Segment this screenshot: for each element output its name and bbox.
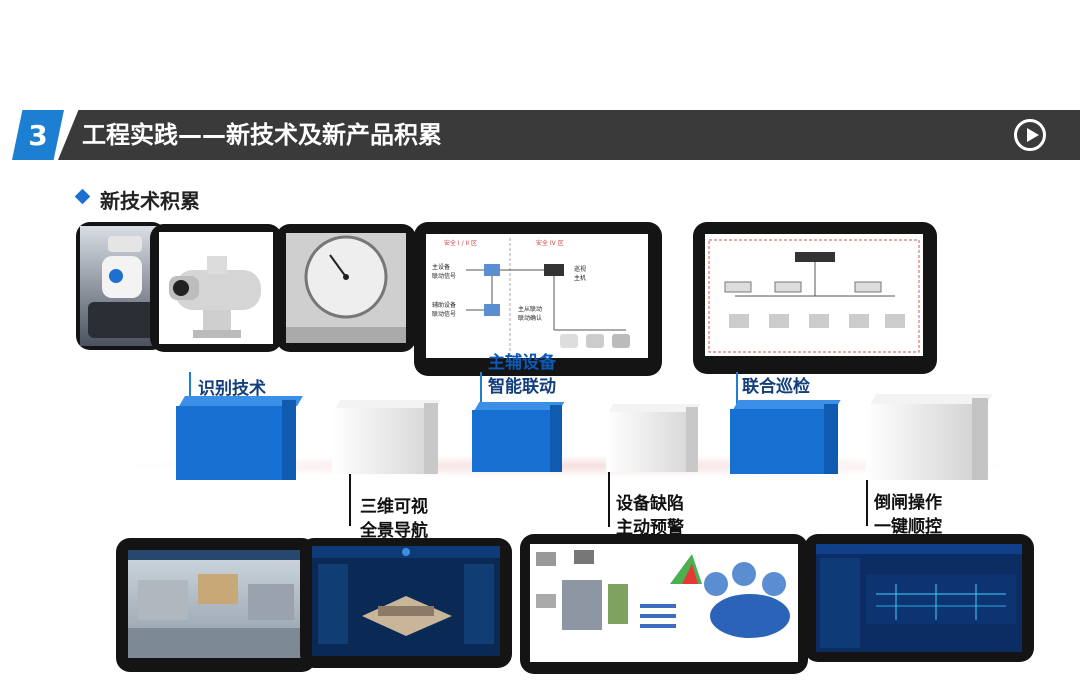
diamond-bullet-icon: [74, 188, 91, 205]
linkage-diagram: 安全 I / II 区 安全 IV 区 主设备 联动信号 辅助设备 联动信号 巡…: [426, 234, 648, 358]
diagram-card-patrol: [693, 222, 937, 374]
zone-label-2: 安全 IV 区: [536, 240, 564, 247]
cube-warning: [606, 404, 701, 472]
cube-front: [606, 412, 686, 472]
label-switch-line2: 一键顺控: [874, 517, 942, 537]
cube-front: [472, 410, 550, 472]
3d-scene-illustration: [128, 550, 304, 658]
cube-side: [424, 403, 438, 474]
label-nav-line2: 全景导航: [360, 521, 428, 541]
label-linkage-line2: 智能联动: [488, 377, 556, 397]
warning-diagram: [530, 544, 798, 662]
label-switch-line1: 倒闸操作: [874, 493, 942, 513]
confirm-label: 主从联动 联动确认: [518, 306, 543, 322]
play-icon[interactable]: [1014, 119, 1046, 151]
connector-line-warning: [608, 465, 610, 527]
cube-front: [332, 408, 424, 474]
cube-side: [824, 404, 838, 474]
photo-card-gauge: [276, 224, 416, 352]
host-label: 巡视 主机: [574, 266, 587, 282]
nav-screenshot: [312, 546, 500, 656]
connector-line-recognition: [189, 372, 191, 406]
camera-photo: [159, 232, 273, 344]
diagram-card-linkage: 安全 I / II 区 安全 IV 区 主设备 联动信号 辅助设备 联动信号 巡…: [414, 222, 662, 376]
cube-side: [282, 400, 296, 480]
robot-illustration: [88, 236, 158, 338]
cube-linkage: [472, 402, 565, 472]
page-title: 工程实践——新技术及新产品积累: [82, 121, 442, 149]
gauge-photo: [286, 233, 406, 343]
cube-side: [972, 398, 988, 480]
linkage-lines: [466, 238, 630, 358]
warning-illustration: [536, 550, 790, 638]
subsection-title: 新技术积累: [100, 189, 200, 213]
cube-front: [176, 406, 282, 480]
screen-card-warning: [520, 534, 808, 674]
screen-card-nav: [300, 538, 512, 668]
label-linkage-line1: 主辅设备: [488, 353, 556, 373]
switch-illustration: [816, 544, 1022, 648]
cube-front: [730, 409, 824, 474]
connector-line-switch: [866, 468, 868, 526]
header-bar: [58, 110, 1080, 160]
robot-photo: [80, 226, 162, 346]
zone-label-1: 安全 I / II 区: [444, 240, 477, 247]
photo-card-camera: [150, 224, 282, 352]
cube-front: [866, 404, 972, 480]
gauge-illustration: [286, 235, 406, 343]
connector-line-nav: [349, 470, 351, 526]
cube-side: [686, 407, 698, 472]
cube-recognition: [176, 396, 303, 480]
label-warning-line1: 设备缺陷: [616, 494, 684, 514]
switch-screenshot: [816, 544, 1022, 652]
patrol-diagram: [705, 234, 923, 356]
cube-switch: [866, 394, 993, 480]
section-header: 3 工程实践——新技术及新产品积累: [0, 110, 1080, 160]
cube-side: [550, 405, 562, 472]
3d-scene-screenshot: [128, 550, 304, 658]
aux-signal-label: 辅助设备 联动信号: [432, 302, 457, 318]
connector-line-patrol: [736, 372, 738, 404]
section-number: 3: [12, 110, 64, 160]
label-recognition: 识别技术: [198, 379, 266, 399]
camera-illustration: [169, 256, 261, 338]
label-joint-patrol: 联合巡检: [742, 377, 810, 397]
screen-card-3d-scene: [116, 538, 316, 672]
screen-card-switch: [804, 534, 1034, 662]
nav-illustration: [312, 546, 500, 644]
cube-nav: [332, 400, 441, 474]
label-warning-line2: 主动预警: [616, 518, 684, 538]
patrol-lines: [708, 239, 920, 353]
cube-patrol: [730, 400, 841, 474]
label-nav-line1: 三维可视: [360, 497, 428, 517]
main-signal-label: 主设备 联动信号: [432, 264, 457, 280]
connector-line-linkage: [480, 372, 482, 408]
